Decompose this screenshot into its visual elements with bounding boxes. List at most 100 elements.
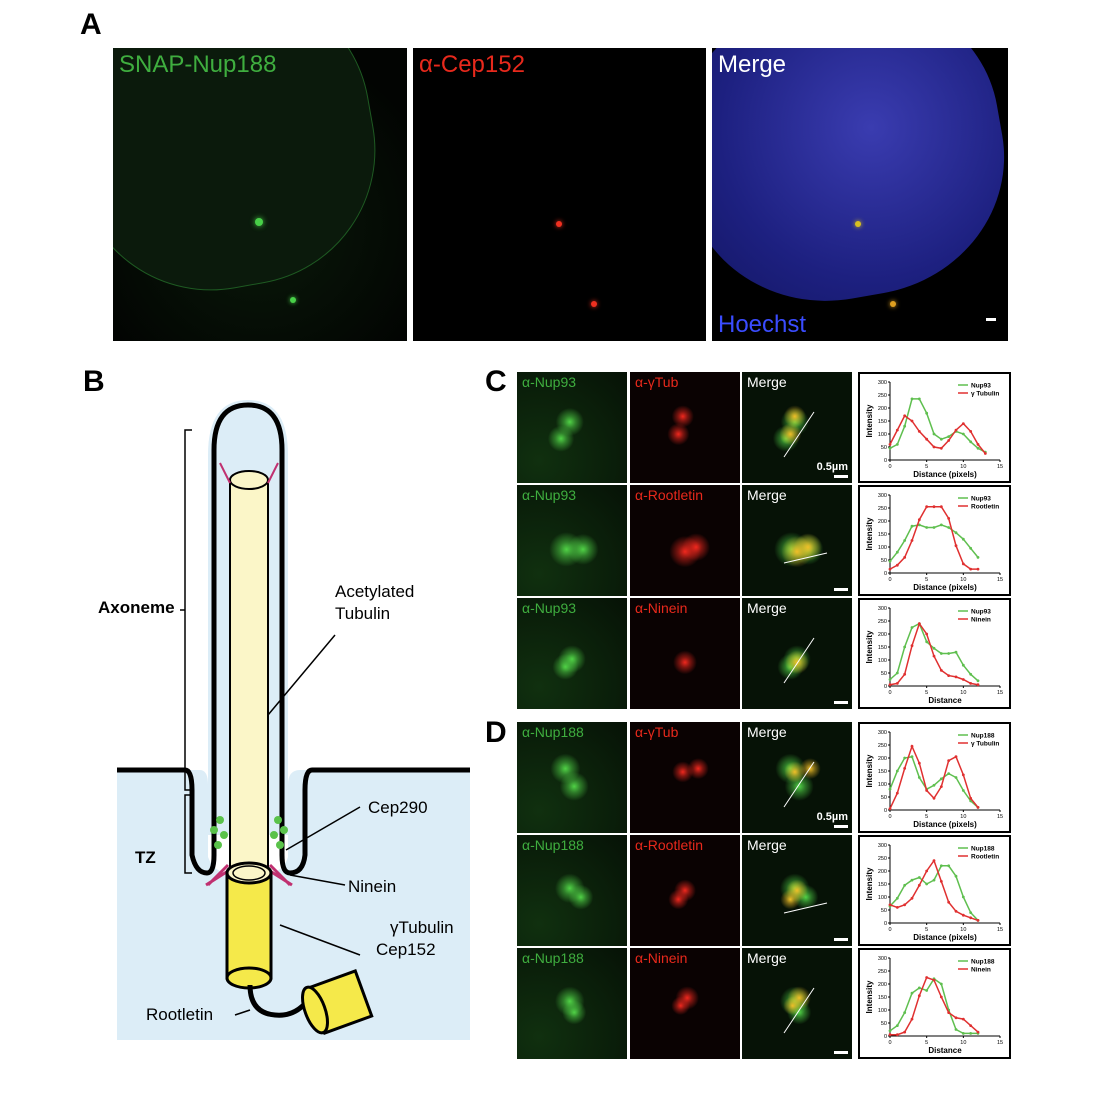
data-point [976, 446, 980, 450]
data-point [969, 440, 973, 444]
data-point [895, 791, 899, 795]
data-point [976, 443, 980, 446]
y-tick-label: 150 [878, 645, 887, 651]
data-point [969, 682, 973, 685]
data-point [939, 785, 943, 788]
data-point [903, 756, 907, 760]
data-point [925, 789, 929, 792]
data-point [947, 439, 951, 442]
label-cep152: Cep152 [376, 940, 436, 959]
y-tick-label: 150 [878, 419, 887, 425]
data-point [954, 650, 958, 654]
data-point [961, 537, 965, 541]
data-point [947, 1011, 951, 1014]
data-point [976, 567, 980, 571]
y-axis-label: Intensity [865, 630, 874, 663]
micrograph-d-2-green: α-Nup188 [517, 835, 627, 946]
micrograph-d-3-red: α-Ninein [630, 948, 740, 1059]
data-point [969, 430, 973, 433]
y-tick-label: 0 [884, 808, 887, 814]
data-point [939, 777, 943, 781]
label-cep290: Cep290 [368, 798, 428, 817]
series-line-0 [889, 398, 986, 453]
channel-label: Merge [747, 724, 787, 740]
y-tick-label: 50 [881, 671, 887, 677]
scale-bar [834, 825, 848, 828]
scale-bar [834, 1051, 848, 1054]
channel-label: α-Ninein [635, 950, 688, 966]
data-point [969, 567, 973, 571]
legend-label: γ Tubulin [971, 391, 999, 398]
data-point [903, 539, 907, 542]
x-tick-label: 10 [960, 814, 966, 820]
label-tubulin: Tubulin [335, 604, 390, 623]
y-tick-label: 250 [878, 856, 887, 862]
x-tick-label: 10 [960, 577, 966, 583]
legend-label: Nup93 [971, 609, 991, 616]
data-point [954, 909, 958, 913]
data-point [925, 526, 929, 529]
data-point [961, 895, 965, 899]
data-point [888, 1033, 892, 1037]
scale-bar [986, 318, 996, 321]
data-point [969, 916, 973, 920]
y-tick-label: 250 [878, 969, 887, 975]
data-point [917, 518, 921, 522]
series-line-1 [889, 858, 979, 922]
scale-label: 0.5µm [816, 461, 848, 473]
data-point [888, 678, 892, 681]
data-point [961, 789, 965, 792]
y-tick-label: 50 [881, 445, 887, 451]
data-point [910, 524, 914, 528]
legend-label: Ninein [971, 967, 991, 974]
legend-label: Nup188 [971, 846, 995, 853]
data-point [954, 1028, 958, 1031]
data-point [925, 640, 929, 644]
data-point [969, 911, 973, 914]
data-point [947, 435, 951, 438]
channel-label: α-Nup188 [522, 837, 584, 853]
data-point [917, 761, 921, 765]
data-point [939, 652, 943, 655]
data-point [954, 776, 958, 779]
data-point [903, 1030, 907, 1034]
label-rootletin: Rootletin [146, 1005, 213, 1024]
channel-label: Merge [747, 837, 787, 853]
legend-label: Ninein [971, 617, 991, 624]
data-point [910, 991, 914, 995]
channel-label: α-Nup93 [522, 487, 577, 503]
channel-label: SNAP-Nup188 [119, 51, 277, 78]
x-tick-label: 10 [960, 927, 966, 933]
legend-label: γ Tubulin [971, 741, 999, 748]
data-point [947, 864, 951, 868]
data-point [961, 663, 965, 667]
data-point [925, 505, 929, 509]
x-axis-label: Distance (pixels) [913, 820, 977, 829]
data-point [954, 874, 958, 878]
data-point [932, 505, 936, 509]
x-tick-label: 5 [925, 577, 928, 583]
data-point [969, 546, 973, 550]
micrograph-c-2-red: α-Rootletin [630, 485, 740, 596]
data-point [895, 896, 899, 900]
y-tick-label: 250 [878, 619, 887, 625]
y-tick-label: 100 [878, 432, 887, 438]
data-point [888, 446, 892, 450]
y-tick-label: 200 [878, 519, 887, 525]
data-point [947, 759, 951, 762]
micrograph-d-1-red: α-γTub [630, 722, 740, 833]
data-point [895, 769, 899, 773]
image-snap-nup188: SNAP-Nup188 [113, 48, 407, 341]
channel-label: α-Rootletin [635, 487, 704, 503]
image-cep152: α-Cep152 [413, 48, 706, 341]
x-axis-label: Distance [928, 1046, 962, 1055]
data-point [939, 864, 943, 868]
data-point [961, 678, 965, 681]
micrograph-d-2-merge: Merge [742, 835, 852, 946]
data-point [947, 900, 951, 904]
y-axis-label: Intensity [865, 517, 874, 550]
scale-bar [834, 938, 848, 941]
data-point [954, 531, 958, 535]
data-point [895, 443, 899, 446]
